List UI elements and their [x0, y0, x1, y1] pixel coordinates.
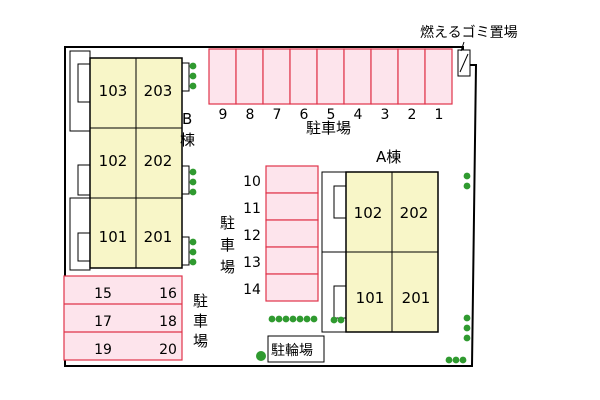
parking-lot-middle: 10 11 12 13 14	[243, 165, 319, 302]
unit-a-102: 102	[354, 204, 383, 222]
parking-space	[265, 273, 319, 302]
parking-space	[289, 48, 318, 105]
parking-space	[262, 48, 291, 105]
tree-icon	[189, 258, 197, 266]
unit-b-201: 201	[144, 228, 173, 246]
bicycle-parking-box	[267, 335, 325, 363]
parking-space-number: 19	[94, 342, 112, 358]
parking-space-number: 16	[159, 286, 177, 302]
unit-a-101: 101	[356, 289, 385, 307]
unit-b-103: 103	[99, 82, 128, 100]
tree-icon	[337, 316, 345, 324]
building-b-label-kanji: 棟	[180, 131, 195, 149]
parking-space	[316, 48, 345, 105]
parking-space-number: 12	[243, 228, 261, 244]
parking-space	[265, 192, 319, 221]
parking-space-number: 11	[243, 201, 261, 217]
parking-space-number: 5	[327, 107, 336, 123]
building-a-label: A棟	[376, 148, 401, 166]
unit-a-201: 201	[402, 289, 431, 307]
tree-icon	[268, 315, 276, 323]
parking-space-number: 13	[243, 255, 261, 271]
parking-space-number: 2	[408, 107, 417, 123]
parking-space	[424, 48, 453, 105]
parking-space	[208, 48, 237, 105]
parking-space-number: 14	[243, 282, 261, 298]
trees	[189, 62, 471, 364]
tree-icon	[189, 62, 197, 70]
parking-space-number: 3	[381, 107, 390, 123]
unit-b-102: 102	[99, 152, 128, 170]
tree-icon	[189, 178, 197, 186]
parking-lot-top-label: 駐車場	[306, 119, 351, 137]
parking-space-number: 1	[435, 107, 444, 123]
parking-space-number: 20	[159, 342, 177, 358]
parking-space	[265, 246, 319, 275]
tree-icon	[275, 315, 283, 323]
tree-icon	[289, 315, 297, 323]
parking-space-number: 4	[354, 107, 363, 123]
garbage-station-label: 燃えるゴミ置場	[420, 24, 518, 41]
parking-space-number: 15	[94, 286, 112, 302]
parking-space-number: 6	[300, 107, 309, 123]
tree-icon	[459, 356, 467, 364]
building-b	[69, 50, 190, 271]
tree-icon	[452, 356, 460, 364]
unit-a-202: 202	[400, 204, 429, 222]
tree-icon	[189, 82, 197, 90]
parking-space-number: 17	[94, 314, 112, 330]
tree-icon	[256, 351, 266, 361]
tree-icon	[189, 248, 197, 256]
bicycle-parking-label: 駐輪場	[271, 342, 313, 359]
parking-space	[343, 48, 372, 105]
tree-icon	[296, 315, 304, 323]
parking-space	[265, 219, 319, 248]
tree-icon	[189, 238, 197, 246]
tree-icon	[463, 314, 471, 322]
tree-icon	[303, 315, 311, 323]
unit-b-203: 203	[144, 82, 173, 100]
tree-icon	[445, 356, 453, 364]
tree-icon	[189, 72, 197, 80]
parking-lot-top: 9 8 7 6 5 4 3 2 1	[208, 48, 453, 123]
parking-lot-middle-label: 駐車場	[220, 214, 235, 276]
tree-icon	[189, 188, 197, 196]
parking-space	[370, 48, 399, 105]
tree-icon	[282, 315, 290, 323]
tree-icon	[330, 316, 338, 324]
unit-b-101: 101	[99, 228, 128, 246]
tree-icon	[463, 172, 471, 180]
garbage-station	[457, 49, 471, 77]
tree-icon	[463, 334, 471, 342]
parking-space-number: 7	[273, 107, 282, 123]
tree-icon	[463, 324, 471, 332]
building-b-label: B	[182, 110, 192, 128]
building-a	[321, 171, 439, 333]
parking-space-number: 8	[246, 107, 255, 123]
parking-space	[265, 165, 319, 194]
parking-space-number: 18	[159, 314, 177, 330]
tree-icon	[189, 168, 197, 176]
unit-b-202: 202	[144, 152, 173, 170]
tree-icon	[463, 182, 471, 190]
parking-space	[235, 48, 264, 105]
parking-lot-bottom: 15 16 17 18 19 20	[63, 275, 183, 361]
parking-space	[397, 48, 426, 105]
parking-lot-bottom-label: 駐車場	[193, 292, 208, 350]
garbage-label-leader	[460, 41, 465, 52]
parking-space-number: 10	[243, 174, 261, 190]
tree-icon	[310, 315, 318, 323]
parking-space-number: 9	[219, 107, 228, 123]
parking-area	[63, 275, 183, 361]
